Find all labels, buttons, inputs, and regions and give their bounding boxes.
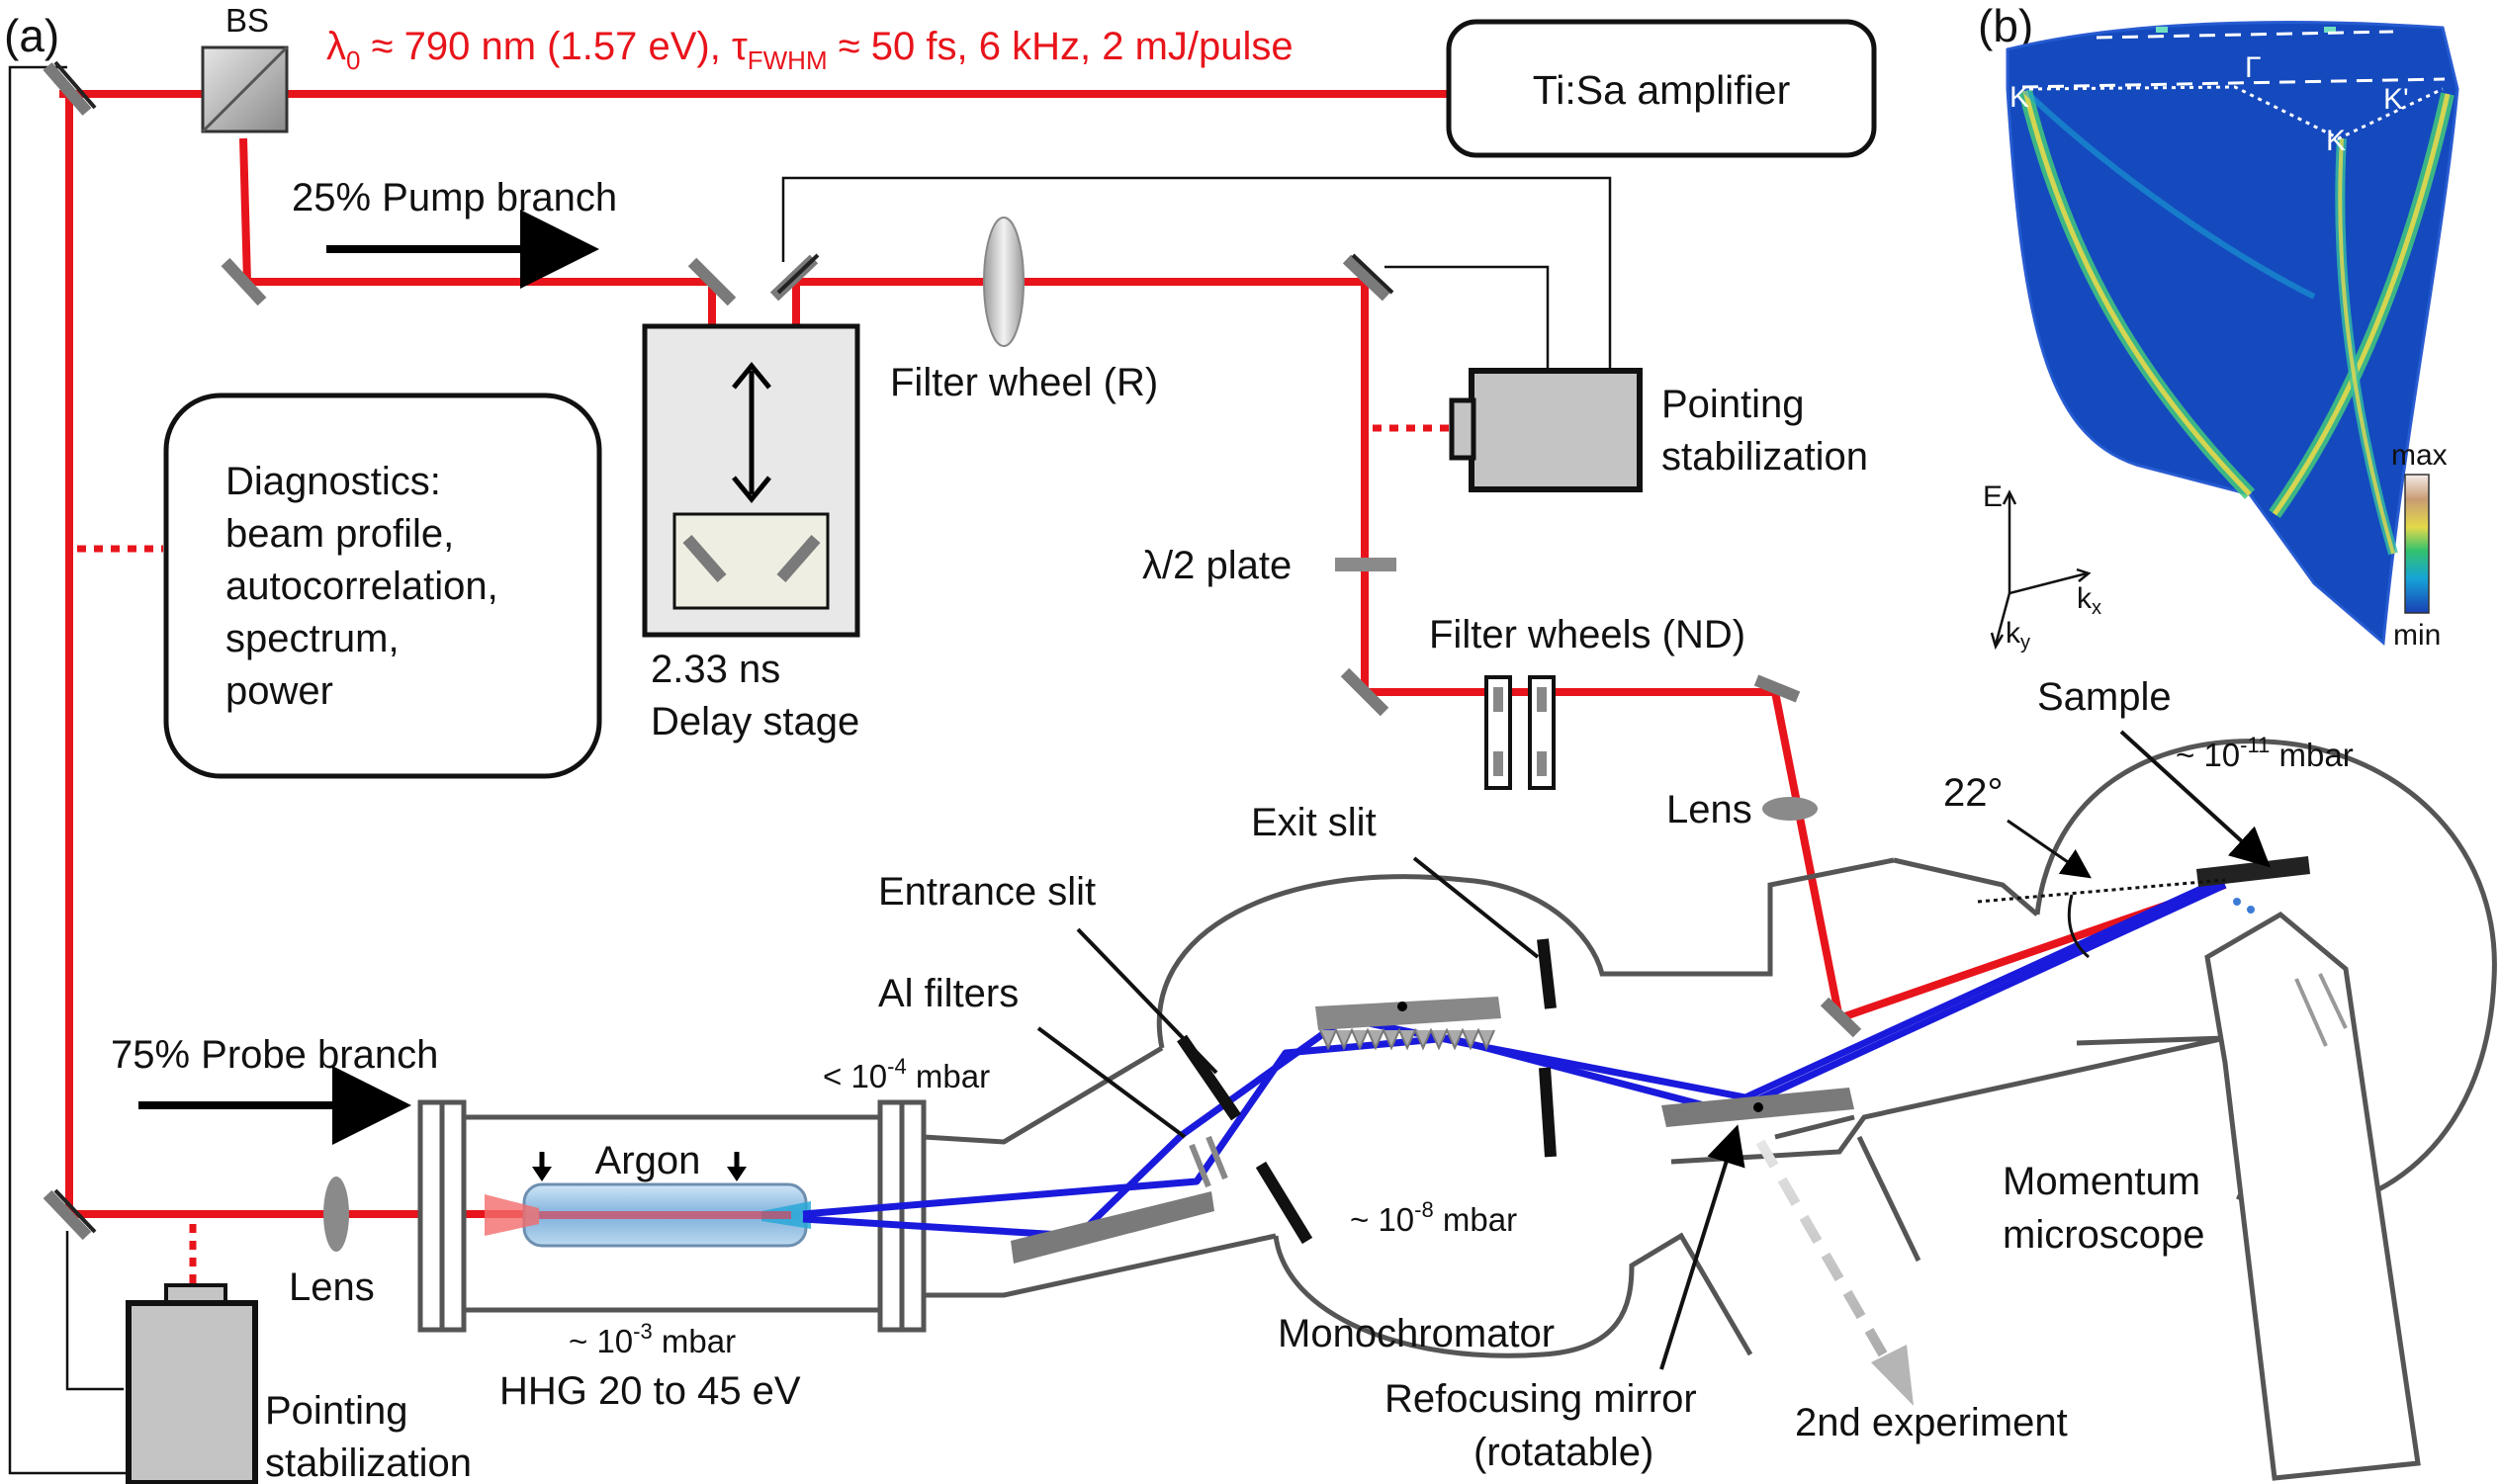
pump-lens-icon [1762,797,1818,821]
inset-band-structure [2006,21,2459,647]
waveplate-label: λ/2 plate [1142,544,1292,587]
microscope-label-1: Momentum [2003,1160,2200,1203]
gas-cell [485,1152,811,1248]
exit-slit-icon-lower [1539,1067,1557,1158]
probe-lens-icon [323,1177,349,1252]
angle-reference-line [1977,878,2226,904]
diagnostics-line-5: power [225,669,333,713]
panel-label-a: (a) [4,10,59,61]
inset-axis-kx: kx [2077,582,2101,619]
pointing-probe-label-1: Pointing [265,1389,408,1433]
amplifier-label: Ti:Sa amplifier [1533,67,1791,113]
pump-lens-label: Lens [1666,788,1752,831]
diagnostics-box [163,393,602,779]
refocusing-pointer [1659,1124,1745,1370]
filter-wheels-nd-label: Filter wheels (ND) [1429,613,1745,656]
amplifier-box [1446,19,1877,158]
entrance-slit-icon-lower [1255,1161,1313,1245]
refocusing-label-2: (rotatable) [1473,1431,1653,1474]
inset-point-k2: K [2326,125,2346,157]
control-wires [8,65,1612,1475]
filter-wheel-nd-windows [1493,687,1547,776]
al-filters-pointer [1036,1026,1187,1139]
mirror-backing [53,60,1394,1234]
pointing-pump-label-1: Pointing [1661,383,1805,426]
hhg-chamber [417,1045,1277,1333]
toroidal-mirror-1 [1011,1191,1214,1264]
emission-dot-2 [2247,906,2255,914]
pointing-camera-pump-icon [1449,368,1643,492]
inset-axes [1990,489,2092,651]
monochromator-chamber [1156,857,2226,1358]
hhg-pressure-label: ~ 10-3 mbar [569,1319,736,1359]
delay-time-label: 2.33 ns [651,648,780,691]
angle-label: 22° [1943,771,2004,815]
refocusing-mirror-icon [1661,1088,1854,1127]
exit-slit-label: Exit slit [1251,801,1377,844]
inset-axis-ky: ky [2006,617,2030,654]
delay-stage [642,323,860,638]
diagnostic-taps [77,424,1452,1285]
hhg-range-label: HHG 20 to 45 eV [499,1369,801,1413]
mono-pressure-label: ~ 10-8 mbar [1350,1197,1517,1238]
diagnostics-line-2: beam profile, [225,512,454,556]
al-filters-label: Al filters [878,972,1019,1015]
pointing-camera-probe-icon [126,1283,258,1484]
inset-axis-e: E [1983,480,2003,513]
beam-spec: λ0 ≈ 790 nm (1.57 eV), τFWHM ≈ 50 fs, 6 … [326,25,1294,75]
momentum-microscope-icon [2204,911,2421,1481]
microscope-label-2: microscope [2003,1213,2205,1257]
second-experiment-label: 2nd experiment [1795,1401,2068,1444]
beamsplitter-icon [201,45,289,133]
entrance-slit-pointer [1076,927,1218,1075]
beamsplitter-label: BS [225,2,269,39]
pointing-pump-label-2: stabilization [1661,435,1868,479]
inset-colorbar [2404,474,2430,614]
sample-chamber [1893,739,2497,1215]
al-filters-icon [1189,1135,1228,1188]
entrance-slit-icon [1177,1034,1241,1121]
cell-pressure-label: < 10-4 mbar [823,1054,990,1094]
delay-stage-mirrors [682,535,821,582]
panel-label-b: (b) [1978,0,2033,51]
entrance-slit-label: Entrance slit [878,870,1096,914]
delay-stage-label: Delay stage [651,700,859,743]
gas-label: Argon [595,1139,701,1182]
waveplate-icon [1335,558,1396,571]
inset-colorbar-min: min [2393,619,2441,652]
angle-arc [2067,894,2090,959]
exit-slit-pointer [1412,856,1540,959]
chamber-pressure-label: ~ 10-11 mbar [2176,733,2354,773]
monochromator-label: Monochromator [1278,1312,1555,1355]
diagnostics-line-1: Diagnostics: [225,460,441,503]
sample-label: Sample [2037,675,2172,719]
inset-colorbar-max: max [2391,439,2448,472]
grating-icon [1315,997,1501,1051]
diagnostics-line-4: spectrum, [225,617,400,660]
refocusing-label-1: Refocusing mirror [1384,1377,1697,1421]
filter-wheel-r-label: Filter wheel (R) [890,361,1158,404]
filter-wheel-r-icon [983,217,1025,347]
microscope-detail-2 [2318,973,2348,1029]
inset-point-k1: K [2009,81,2029,114]
pointing-probe-label-2: stabilization [265,1441,472,1484]
microscope-detail-1 [2294,978,2328,1047]
probe-lens-label: Lens [289,1266,375,1309]
sample-pointer [2119,730,2271,868]
emission-dot-1 [2233,898,2241,906]
probe-branch-label: 75% Probe branch [111,1033,438,1077]
inset-point-gamma: Γ [2245,51,2262,84]
angle-pointer [2007,819,2092,879]
diagnostics-line-3: autocorrelation, [225,565,498,608]
sample-icon [2195,856,2311,887]
inset-point-kprime: K' [2383,83,2409,116]
second-experiment-arrow [1755,1139,1914,1406]
exit-slit-icon [1537,938,1557,1009]
pump-branch-label: 25% Pump branch [292,176,617,219]
